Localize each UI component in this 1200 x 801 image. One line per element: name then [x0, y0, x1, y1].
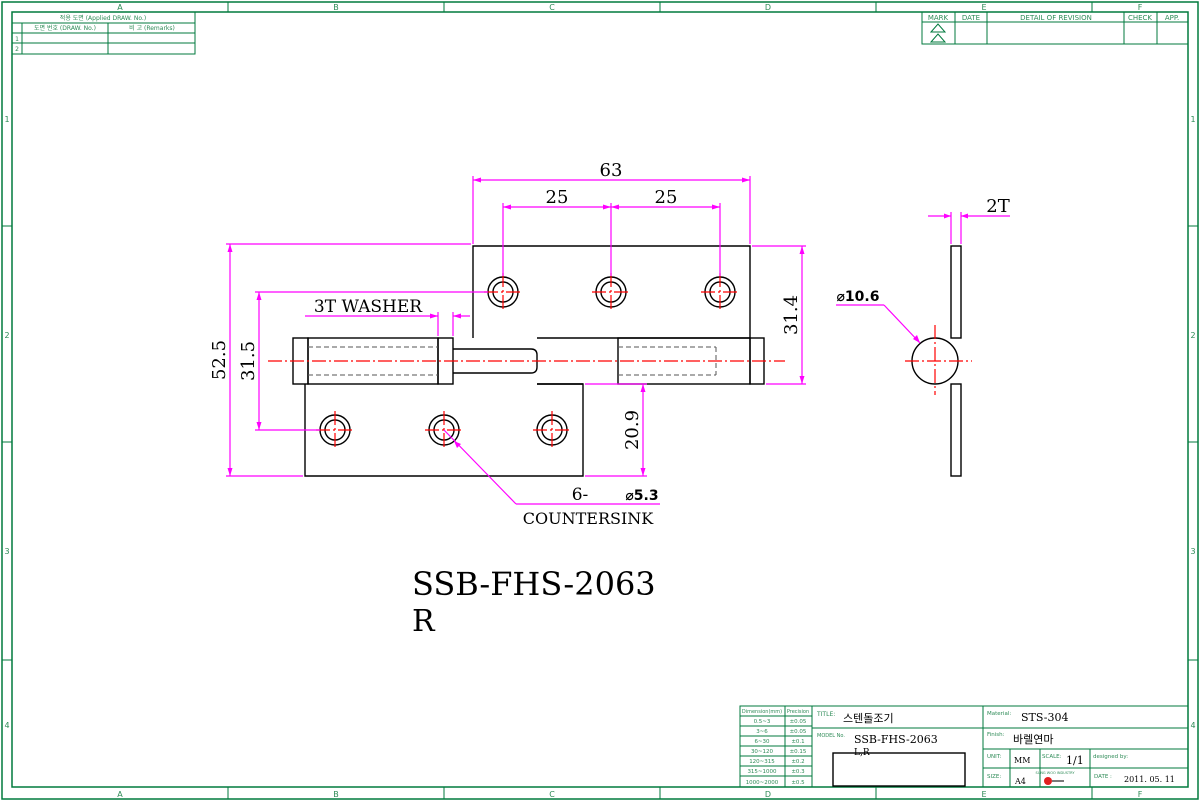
row-label-right-2: 2 [1190, 331, 1195, 340]
col-label-top-b: B [333, 3, 339, 12]
revision-header-check: CHECK [1128, 14, 1152, 22]
row-label-left-2: 2 [4, 331, 9, 340]
material-label: Material: [987, 711, 1011, 717]
tolerance-range: 3~6 [756, 729, 768, 735]
date-value: 2011. 05. 11 [1124, 775, 1175, 784]
revision-header-detail: DETAIL OF REVISION [1020, 14, 1092, 22]
countersink-hole-upper-1 [484, 273, 522, 311]
revision-header-date: DATE [962, 14, 980, 22]
dim-hole-count: 6- [572, 485, 589, 505]
revision-triangle-icon [929, 23, 947, 33]
dim-leaf-height-right: 31.4 [781, 295, 802, 335]
applied-table-row-1: 1 [15, 36, 19, 43]
dim-thickness: 2T [986, 196, 1009, 217]
title-value: 스텐돌조기 [843, 712, 894, 725]
col-label-top-d: D [765, 3, 771, 12]
tolerance-range: 120~315 [749, 759, 775, 765]
revision-header-mark: MARK [928, 14, 949, 22]
col-label-top-c: C [549, 3, 555, 12]
finish-label: Finish: [987, 732, 1005, 738]
dim-leaf-height-left: 31.5 [238, 341, 259, 381]
model-variant: L,R [854, 748, 870, 758]
hinge-front-view [268, 245, 785, 477]
col-label-top-f: F [1138, 3, 1143, 12]
tolerance-range: 315~1000 [747, 769, 777, 775]
countersink-hole-upper-3 [701, 273, 739, 311]
applied-table-col-drawno: 도면 번호 (DRAW. No.) [34, 24, 96, 32]
material-value: STS-304 [1021, 711, 1069, 724]
col-label-bottom-d: D [765, 790, 771, 799]
dim-overall-width: 63 [600, 160, 623, 181]
tolerance-value: ±0.5 [791, 780, 805, 786]
dim-pin-diameter: ⌀10.6 [837, 289, 880, 305]
title-label: TITLE: [816, 711, 835, 718]
row-label-left-3: 3 [4, 547, 9, 556]
scale-label: SCALE: [1042, 754, 1062, 760]
tolerance-range: 1000~2000 [746, 780, 779, 786]
tolerance-header-dimension: Dimension(mm) [742, 709, 782, 715]
col-label-bottom-b: B [333, 790, 339, 799]
tolerance-header-precision: Precision [787, 709, 809, 715]
size-label: SIZE: [987, 774, 1001, 780]
model-value: SSB-FHS-2063 [854, 733, 938, 746]
tolerance-range: 30~120 [751, 749, 774, 755]
applied-table-col-remarks: 비 고 (Remarks) [129, 24, 175, 32]
revision-triangle-icon [929, 33, 947, 43]
row-label-right-3: 3 [1190, 547, 1195, 556]
unit-label: UNIT: [987, 754, 1002, 760]
applied-table-row-2: 2 [15, 46, 19, 53]
countersink-hole-lower-3 [533, 411, 571, 449]
applied-drawing-table: 적용 도면 (Applied DRAW. No.) 도면 번호 (DRAW. N… [11, 11, 196, 55]
designed-label: designed by: [1093, 754, 1128, 760]
size-value: A4 [1014, 777, 1026, 786]
dim-washer: 3T WASHER [314, 297, 423, 317]
part-side: R [412, 604, 436, 639]
tolerance-value: ±0.2 [791, 759, 804, 765]
revision-table: MARK DATE DETAIL OF REVISION CHECK APP. [921, 11, 1189, 45]
col-label-top-e: E [981, 3, 986, 12]
tolerance-value: ±0.15 [790, 749, 807, 755]
hinge-side-view: 2T ⌀10.6 [836, 196, 1010, 477]
dim-countersink: COUNTERSINK [523, 509, 655, 528]
col-label-bottom-a: A [117, 790, 123, 799]
finish-value: 바렐연마 [1013, 733, 1053, 746]
countersink-hole-upper-2 [592, 273, 630, 311]
col-label-bottom-c: C [549, 790, 555, 799]
dim-lower-offset: 20.9 [622, 410, 643, 450]
tolerance-table: Dimension(mm) Precision 0.5~3 ±0.05 3~6 … [739, 705, 813, 788]
dim-hole-spacing-2: 25 [655, 187, 678, 208]
dim-hole-spacing-1: 25 [546, 187, 569, 208]
applied-table-title: 적용 도면 (Applied DRAW. No.) [60, 14, 146, 22]
dimension-lines: 63 25 25 31.4 52.5 31.5 20.9 [209, 160, 806, 528]
row-label-right-1: 1 [1190, 115, 1195, 124]
tolerance-value: ±0.05 [790, 719, 807, 725]
col-label-bottom-f: F [1138, 790, 1143, 799]
tolerance-range: 0.5~3 [754, 719, 771, 725]
tolerance-range: 6~30 [754, 739, 770, 745]
company-logo-icon [1044, 777, 1064, 785]
scale-value: 1/1 [1066, 754, 1084, 767]
row-label-right-4: 4 [1190, 721, 1195, 730]
countersink-hole-lower-1 [316, 411, 354, 449]
unit-value: MM [1014, 756, 1030, 765]
tolerance-value: ±0.3 [791, 769, 805, 775]
tolerance-value: ±0.05 [790, 729, 807, 735]
model-label: MODEL No. [817, 733, 845, 739]
row-label-left-1: 1 [4, 115, 9, 124]
col-label-top-a: A [117, 3, 123, 12]
revision-header-app: APP. [1165, 14, 1179, 22]
company-logo-text: SUNG WOO INDUSTRY [1036, 771, 1076, 775]
col-label-bottom-e: E [981, 790, 986, 799]
dim-hole-diameter: ⌀5.3 [625, 488, 658, 504]
tolerance-value: ±0.1 [791, 739, 804, 745]
title-block: TITLE: 스텐돌조기 MODEL No. SSB-FHS-2063 L,R … [811, 705, 1189, 788]
dim-overall-height: 52.5 [209, 340, 230, 380]
row-label-left-4: 4 [4, 721, 9, 730]
date-label: DATE : [1094, 774, 1112, 780]
part-code: SSB-FHS-2063 [412, 565, 656, 603]
